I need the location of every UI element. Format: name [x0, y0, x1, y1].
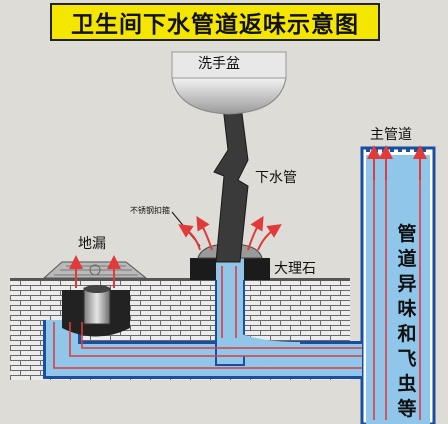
red-arrow-icon: [196, 215, 213, 251]
label-marble: 大理石: [274, 261, 316, 277]
label-odor-and-insects: 管道异味和飞虫等: [397, 223, 417, 420]
wash-basin-bowl: [171, 77, 287, 115]
horizontal-pipe-water: [46, 320, 362, 376]
drain-hose: [213, 97, 249, 263]
red-arrow-icon: [257, 224, 282, 251]
label-stainless-clamp: 不锈钢扣箍: [130, 206, 170, 215]
red-arrow-icon: [247, 215, 264, 251]
label-wash-basin: 洗手盆: [198, 56, 240, 72]
odor-arrows: [69, 145, 427, 288]
diagram-title: 卫生间下水管道返味示意图: [50, 3, 380, 41]
wash-basin-top: [171, 51, 287, 79]
floor-surface: [10, 278, 350, 281]
floor-drain-trap: [83, 287, 111, 325]
label-main-pipe: 主管道: [370, 127, 412, 143]
odor-flow-lines: [53, 160, 421, 420]
label-floor-drain: 地漏: [78, 236, 106, 252]
red-arrow-icon: [178, 224, 201, 251]
label-drain-pipe: 下水管: [255, 170, 297, 186]
